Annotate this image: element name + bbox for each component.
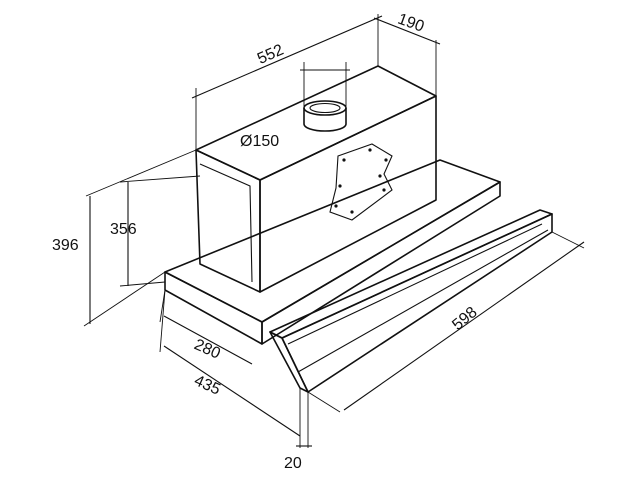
base-plate xyxy=(164,159,501,345)
front-visor-front xyxy=(269,331,309,393)
label-height-total: 396 xyxy=(52,237,79,254)
plate-hole xyxy=(342,158,346,162)
motor-body-front-face xyxy=(259,95,437,293)
label-body-width: 552 xyxy=(255,41,286,67)
base-plate-front xyxy=(164,271,263,345)
dimension-lines xyxy=(83,14,585,448)
plate-hole xyxy=(378,174,382,178)
motor-body-edge-shade xyxy=(199,163,253,283)
label-width-total: 598 xyxy=(449,304,480,334)
dim-line-body-depth xyxy=(373,17,441,45)
mounting-plate xyxy=(329,143,393,221)
dimension-labels: 552 190 Ø150 396 356 280 435 598 20 xyxy=(52,11,481,472)
plate-hole xyxy=(368,148,372,152)
visor-recess xyxy=(287,223,549,373)
front-visor-long-face xyxy=(281,213,553,393)
front-visor-top xyxy=(269,209,553,339)
label-duct-diameter: Ø150 xyxy=(240,133,279,150)
label-body-depth: 190 xyxy=(395,11,426,36)
plate-hole xyxy=(338,184,342,188)
duct-inner-rim xyxy=(309,102,341,114)
duct-cylinder xyxy=(303,108,347,132)
motor-body-top xyxy=(195,65,437,181)
label-depth-inner: 280 xyxy=(191,336,222,362)
label-panel-thickness: 20 xyxy=(284,455,302,472)
dim-line-body-width xyxy=(191,15,383,99)
mounting-plate-outline xyxy=(329,143,393,221)
label-height-body: 356 xyxy=(110,221,137,238)
base-plate-side xyxy=(261,181,501,345)
front-visor xyxy=(269,209,553,393)
dim-line-width-total xyxy=(343,241,585,411)
dim-line-depth-total xyxy=(163,345,301,437)
duct-outlet xyxy=(303,100,347,132)
dim-line-depth-inner xyxy=(163,315,253,365)
plate-hole xyxy=(334,204,338,208)
plate-hole xyxy=(382,188,386,192)
plate-hole xyxy=(384,158,388,162)
plate-hole xyxy=(350,210,354,214)
duct-rim xyxy=(303,100,347,116)
label-depth-total: 435 xyxy=(191,372,222,398)
